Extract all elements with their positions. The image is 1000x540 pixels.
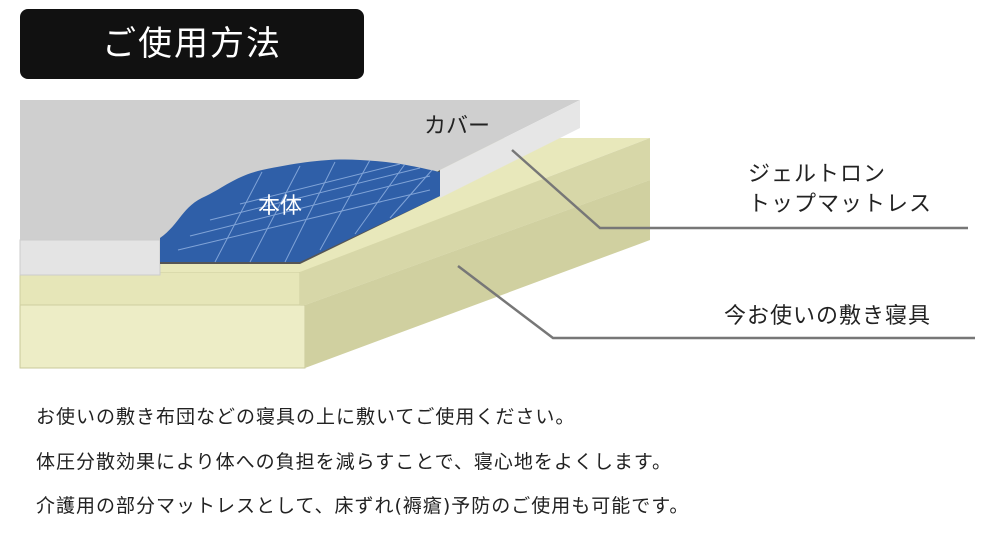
title-box: ご使用方法 xyxy=(20,9,364,79)
label-gel-line2: トップマットレス xyxy=(748,192,933,217)
bedding-side xyxy=(305,180,650,368)
page-title: ご使用方法 xyxy=(102,24,282,64)
description-line-1: お使いの敷き布団などの寝具の上に敷いてご使用ください。 xyxy=(36,406,576,428)
gel-mattress-front xyxy=(19,271,301,306)
gel-mattress-side xyxy=(300,138,650,305)
cover-front xyxy=(19,239,161,276)
body-gel xyxy=(160,159,440,262)
label-body: 本体 xyxy=(258,194,303,219)
bedding-front xyxy=(19,304,306,369)
description-line-3: 介護用の部分マットレスとして、床ずれ(褥瘡)予防のご使用も可能です。 xyxy=(36,495,690,517)
description-line-2: 体圧分散効果により体への負担を減らすことで、寝心地をよくします。 xyxy=(36,451,673,473)
label-gel-mattress: ジェルトロン トップマットレス xyxy=(748,160,932,220)
label-bedding: 今お使いの敷き寝具 xyxy=(724,304,932,329)
label-gel-line1: ジェルトロン xyxy=(748,162,887,187)
cover-edge xyxy=(440,100,580,198)
leader-line-gel xyxy=(511,149,968,230)
label-cover: カバー xyxy=(424,114,491,139)
body-grid xyxy=(177,159,433,263)
leader-line-bedding xyxy=(457,265,975,340)
